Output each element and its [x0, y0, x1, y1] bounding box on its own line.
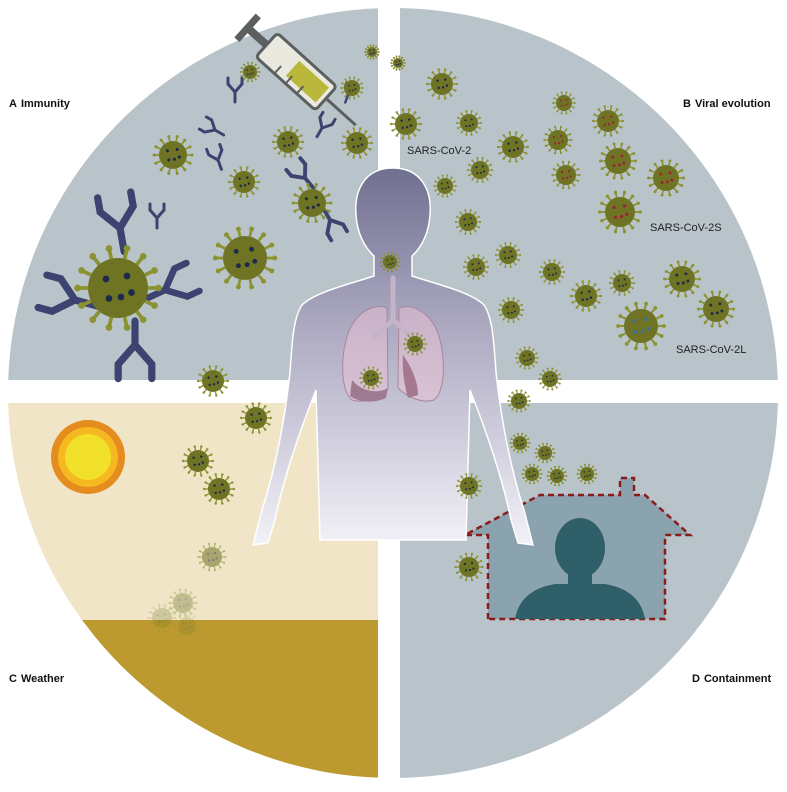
panel-c-label: C Weather	[9, 673, 68, 685]
panel-b-title: Viral evolution	[695, 98, 771, 110]
variant-label-original: SARS-CoV-2	[407, 145, 471, 157]
panel-d-title: Containment	[704, 673, 771, 685]
sun-icon	[51, 420, 125, 494]
variant-label-s: SARS-CoV-2S	[650, 222, 722, 234]
quadrant-weather-ground	[0, 620, 378, 787]
panel-d-label: D Containment	[692, 673, 775, 685]
panel-b-letter: B	[683, 98, 691, 110]
panel-d-letter: D	[692, 673, 700, 685]
panel-b-label: B Viral evolution	[683, 98, 775, 110]
panel-c-letter: C	[9, 673, 17, 685]
panel-a-title: Immunity	[21, 98, 70, 110]
panel-a-label: A Immunity	[9, 98, 74, 110]
panel-c-title: Weather	[21, 673, 64, 685]
panel-a-letter: A	[9, 98, 17, 110]
variant-label-l: SARS-CoV-2L	[676, 344, 746, 356]
